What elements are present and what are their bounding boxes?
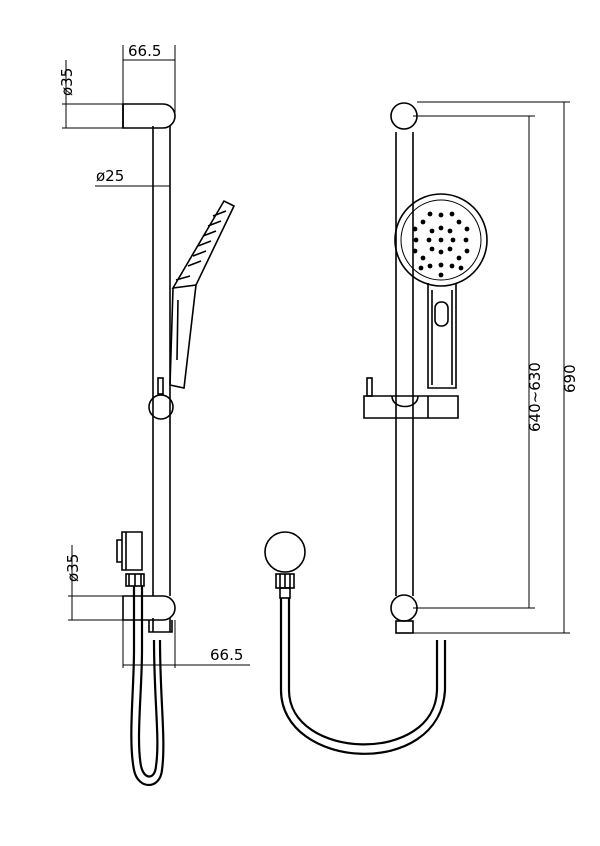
dim-top-width: 66.5 <box>122 42 176 116</box>
dim-total-height: 690 <box>413 101 579 634</box>
bottom-width-label: 66.5 <box>210 646 243 664</box>
slider-knob-side <box>148 377 174 420</box>
side-view: 66.5 ø35 ø25 ø35 66.5 <box>58 42 250 787</box>
dim-bottom-diameter: ø35 <box>64 545 123 621</box>
hose-front <box>279 598 447 755</box>
handshower-side <box>169 199 236 389</box>
wall-outlet-side <box>116 531 145 587</box>
rail-diameter-label: ø25 <box>96 167 124 185</box>
slider-front <box>363 377 459 419</box>
side-rail <box>152 126 171 632</box>
top-width-label: 66.5 <box>128 42 161 60</box>
dim-rail-diameter: ø25 <box>95 167 170 187</box>
front-view: 640~630 690 <box>264 101 579 755</box>
dim-top-diameter: ø35 <box>58 60 123 129</box>
top-wall-bracket <box>122 103 176 129</box>
dim-bottom-width: 66.5 <box>122 620 250 668</box>
dim-adjustable-height: 640~630 <box>413 115 544 609</box>
top-diameter-label: ø35 <box>58 68 76 96</box>
total-height-label: 690 <box>561 364 579 393</box>
handshower-front <box>394 193 488 389</box>
bottom-diameter-label: ø35 <box>64 554 82 582</box>
adjustable-height-label: 640~630 <box>526 362 544 432</box>
spray-nozzles <box>412 211 470 278</box>
wall-outlet-front <box>264 531 306 599</box>
hose-side <box>130 586 165 787</box>
front-rail <box>390 102 418 634</box>
bottom-wall-bracket <box>122 595 176 633</box>
